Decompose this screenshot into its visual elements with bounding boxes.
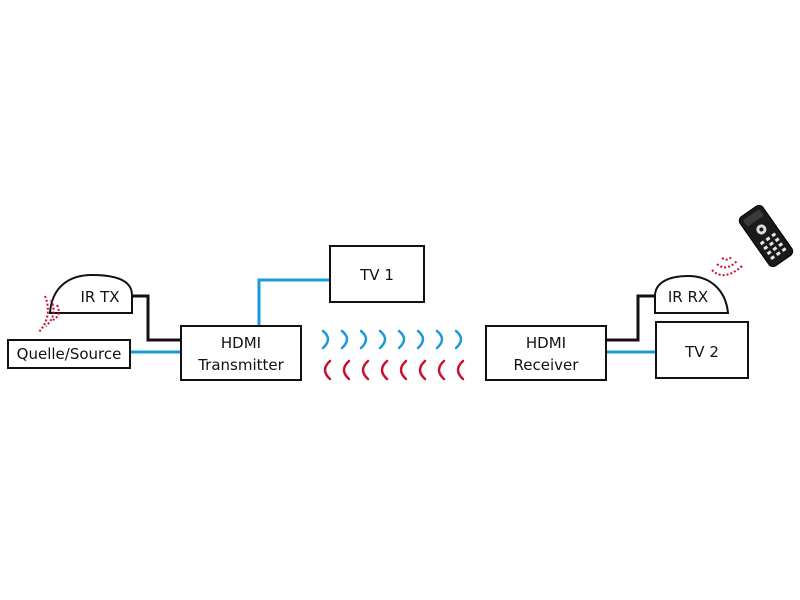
tv1-node: TV 1 — [329, 245, 425, 303]
ir-tx-label: IR TX — [80, 288, 119, 306]
transmitter-label-line1: HDMI — [221, 334, 261, 352]
tv1-label: TV 1 — [359, 266, 394, 284]
link-receiver-irrx — [606, 294, 655, 342]
hdmi-receiver-node: HDMI Receiver — [485, 325, 607, 381]
wireless-waves-upper — [321, 329, 463, 350]
receiver-label-line2: Receiver — [514, 356, 580, 374]
tv2-label: TV 2 — [684, 343, 719, 361]
remote-control-icon — [738, 204, 794, 268]
source-label: Quelle/Source — [17, 345, 122, 363]
receiver-label-line1: HDMI — [526, 334, 566, 352]
ir-rx-node: IR RX — [654, 274, 730, 314]
source-node: Quelle/Source — [7, 339, 131, 369]
link-transmitter-tv1 — [257, 278, 330, 326]
transmitter-label-line2: Transmitter — [197, 356, 284, 374]
ir-tx-node: IR TX — [48, 273, 133, 314]
link-irtx-transmitter — [132, 294, 181, 342]
ir-signal-waves-icon — [38, 295, 60, 333]
tv2-node: TV 2 — [655, 321, 749, 379]
hdmi-transmitter-node: HDMI Transmitter — [180, 325, 302, 381]
wireless-waves-lower — [323, 359, 465, 381]
remote-ir-waves-icon — [711, 255, 743, 277]
ir-rx-label: IR RX — [668, 288, 708, 306]
wireless-signal-waves-icon — [321, 329, 465, 381]
